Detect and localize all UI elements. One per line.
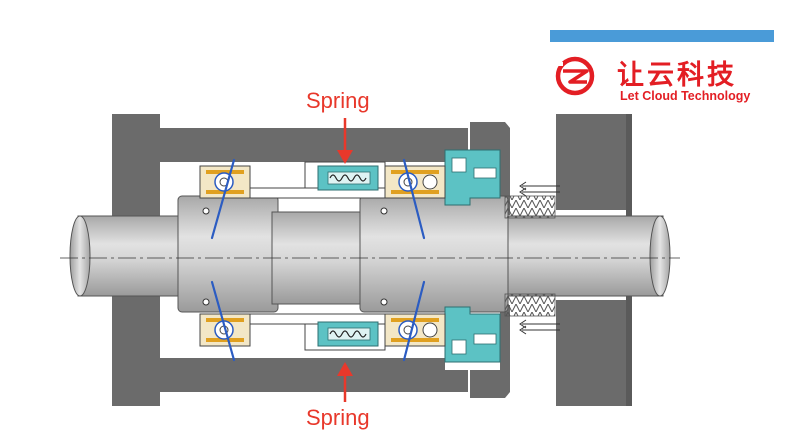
arrow-icon	[519, 181, 560, 335]
right-mount-lower	[556, 300, 626, 406]
brand-watermark: 让云科技 Let Cloud Technology	[550, 30, 774, 103]
spring-label-bottom: Spring	[306, 405, 370, 430]
housing-lower-wall	[160, 358, 468, 392]
spring-coil-bottom	[329, 330, 367, 338]
spring-coil-top	[329, 174, 367, 182]
spring-arrow-bottom	[337, 362, 353, 402]
contact-lines	[210, 158, 426, 362]
hole-marker	[202, 207, 210, 215]
hole-marker	[380, 207, 388, 215]
brand-name-en: Let Cloud Technology	[620, 89, 750, 103]
hole-marker	[202, 298, 210, 306]
brand-bar	[550, 30, 774, 42]
lock-nut-bottom	[444, 306, 501, 363]
spring-arrow-top	[337, 118, 353, 164]
bearing-right-top	[384, 165, 446, 199]
shaft	[60, 195, 680, 317]
brand-name-cn: 让云科技	[617, 60, 737, 91]
spring-assembly-top	[317, 165, 379, 191]
housing-upper-wall	[160, 128, 468, 162]
bearing-left-bottom	[199, 313, 251, 347]
hole-marker	[380, 298, 388, 306]
thread-top	[504, 195, 556, 219]
let-cloud-logo-icon	[555, 56, 595, 96]
right-mount-upper	[556, 114, 626, 210]
lock-nut-top	[444, 149, 501, 206]
shaft-journal-left	[177, 195, 279, 313]
shaft-left-end	[69, 215, 91, 297]
spring-assembly-bottom	[317, 321, 379, 347]
spring-label-top: Spring	[306, 88, 370, 113]
shaft-right-end	[649, 215, 671, 297]
thread-bottom	[504, 293, 556, 317]
